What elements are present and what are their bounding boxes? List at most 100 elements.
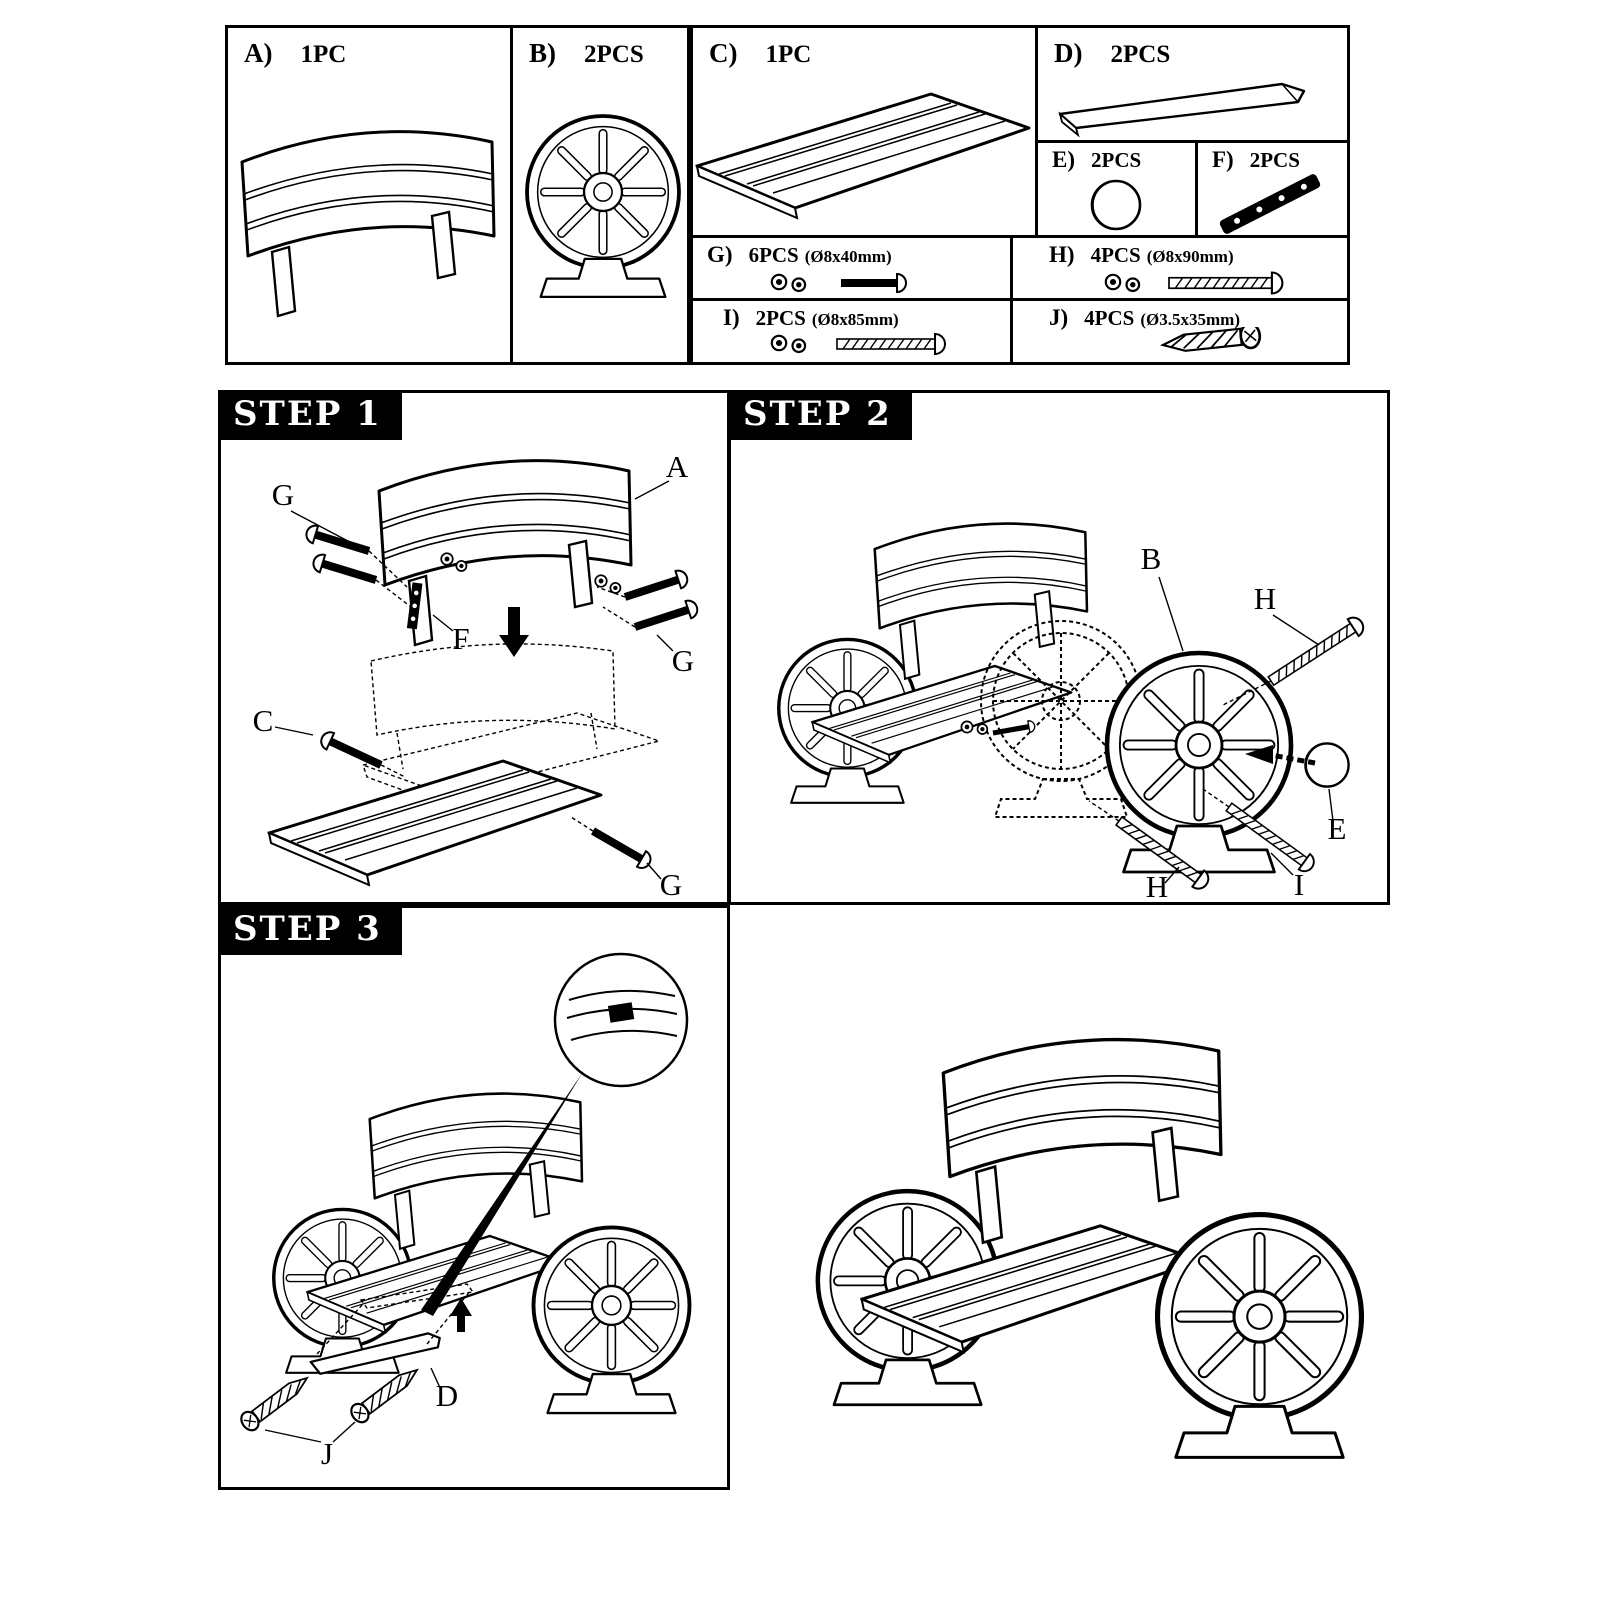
part-cell-e: E) 2PCS (1038, 143, 1198, 238)
step3-screw-j-left (236, 1368, 315, 1435)
part-g-label: G) (707, 242, 733, 267)
step2-push-arrow-head (1245, 745, 1273, 764)
part-cell-g: G) 6PCS (Ø8x40mm) (693, 238, 1013, 301)
step2-panel: STEP 2 B H E I H (728, 390, 1390, 905)
part-h-label: H) (1049, 242, 1075, 267)
part-f-bracket-illustration (1219, 174, 1321, 234)
step1-title: STEP 1 (221, 393, 402, 441)
step1-bolt-g-seat (317, 728, 386, 775)
step1-callout-g2: G (672, 643, 694, 678)
step3-armboard-d (309, 1332, 441, 1375)
part-i-bolt-illustration (770, 333, 946, 355)
step1-down-arrow (499, 607, 529, 657)
part-e-heading: E) 2PCS (1052, 147, 1141, 173)
part-a-label: A) (244, 38, 273, 68)
step3-detail-wedge (421, 1072, 583, 1316)
step1-bolt-g-topleft-1 (303, 522, 373, 561)
step1-callout-f: F (452, 621, 469, 656)
step3-up-arrow (450, 1298, 472, 1332)
part-cell-j: J)4PCS(Ø3.5x35mm) (1013, 301, 1347, 362)
final-assembled-bench (730, 905, 1390, 1490)
step2-diagram: B H E I H (731, 393, 1369, 902)
part-f-heading: F) 2PCS (1212, 147, 1300, 173)
step2-callout-b: B (1141, 541, 1162, 576)
final-bench (818, 1040, 1362, 1458)
part-j-size: (Ø3.5x35mm) (1140, 310, 1240, 329)
part-cell-c: C) 1PC (693, 28, 1038, 238)
part-h-size: (Ø8x90mm) (1146, 247, 1234, 266)
step3-callout-j: J (321, 1436, 333, 1471)
step2-title: STEP 2 (731, 393, 912, 441)
part-c-qty: 1PC (765, 41, 812, 68)
part-j-heading: J)4PCS(Ø3.5x35mm) (1049, 305, 1240, 331)
part-i-label: I) (723, 305, 740, 330)
part-c-label: C) (709, 38, 738, 68)
parts-table-left: A) 1PC B) 2PCS (225, 25, 690, 365)
part-c-heading: C) 1PC (709, 38, 811, 69)
step3-leader-lines (264, 1367, 442, 1443)
part-f-label: F) (1212, 147, 1234, 172)
step1-bracket-f (406, 582, 423, 630)
step2-push-arrow-tail (1270, 752, 1316, 766)
step2-insert-guides (1088, 680, 1272, 822)
part-e-cap-illustration (1090, 179, 1142, 231)
part-cell-a: A) 1PC (228, 28, 513, 362)
part-d-qty: 2PCS (1110, 41, 1171, 68)
step2-wheel-b (1107, 653, 1291, 837)
step1-bolt-g-right-1 (621, 567, 691, 607)
part-j-qty: 4PCS (1084, 306, 1135, 330)
step2-callout-h-top: H (1254, 581, 1276, 616)
part-d-armboard-illustration (1058, 82, 1306, 138)
step3-diagram: D J (236, 952, 727, 1471)
part-f-qty: 2PCS (1249, 148, 1300, 172)
part-e-label: E) (1052, 147, 1075, 172)
step1-bolt-g-bottom (587, 822, 655, 873)
part-i-heading: I) 2PCS (Ø8x85mm) (723, 305, 899, 331)
part-g-heading: G) 6PCS (Ø8x40mm) (707, 242, 892, 268)
part-j-screw-illustration (1160, 327, 1263, 359)
step1-leader-lines (274, 480, 674, 880)
step2-callout-h-bottom: H (1146, 869, 1168, 902)
step1-seat-c (267, 759, 603, 887)
part-i-qty: 2PCS (755, 306, 806, 330)
part-b-qty: 2PCS (584, 41, 644, 68)
part-b-heading: B) 2PCS (529, 38, 644, 69)
part-cell-b: B) 2PCS (513, 28, 687, 362)
parts-table-right: C) 1PC D) 2PCS E) 2PCS F) 2PCS (690, 25, 1350, 365)
step2-callout-i: I (1294, 867, 1304, 902)
step2-bolt-h-top (1264, 612, 1369, 691)
part-b-wheel-illustration (525, 114, 681, 299)
step3-detail-content (566, 989, 678, 1041)
part-d-label: D) (1054, 38, 1083, 68)
step1-panel: STEP 1 G A F C G G (218, 390, 730, 905)
step3-mount-guides (316, 1283, 475, 1355)
part-h-heading: H) 4PCS (Ø8x90mm) (1049, 242, 1234, 268)
part-h-qty: 4PCS (1090, 243, 1141, 267)
step3-callout-d: D (436, 1378, 458, 1413)
step1-callout-c: C (253, 703, 274, 738)
part-g-bolt-illustration (770, 273, 907, 293)
step2-cap-e (1304, 742, 1350, 788)
part-a-qty: 1PC (300, 41, 347, 68)
step2-callout-e: E (1328, 811, 1347, 846)
part-cell-d: D) 2PCS (1038, 28, 1347, 143)
part-g-size: (Ø8x40mm) (804, 247, 892, 266)
step1-callout-g1: G (272, 477, 294, 512)
part-i-size: (Ø8x85mm) (811, 310, 899, 329)
step1-dashed-assembly (360, 643, 662, 809)
step1-insert-guides (368, 550, 636, 832)
part-a-backrest-illustration (240, 130, 496, 318)
step3-title: STEP 3 (221, 908, 402, 956)
part-cell-f: F) 2PCS (1198, 143, 1347, 238)
part-d-heading: D) 2PCS (1054, 38, 1170, 69)
step1-callout-a: A (666, 449, 689, 484)
step1-callout-g3: G (660, 867, 682, 902)
part-g-qty: 6PCS (748, 243, 799, 267)
part-b-label: B) (529, 38, 556, 68)
part-cell-h: H) 4PCS (Ø8x90mm) (1013, 238, 1347, 301)
part-e-qty: 2PCS (1091, 148, 1142, 172)
step1-bolt-g-right-2 (631, 597, 701, 637)
step1-diagram: G A F C G G (253, 449, 701, 902)
step3-panel: STEP 3 D J (218, 905, 730, 1490)
step2-bench-assembly (779, 524, 1087, 803)
